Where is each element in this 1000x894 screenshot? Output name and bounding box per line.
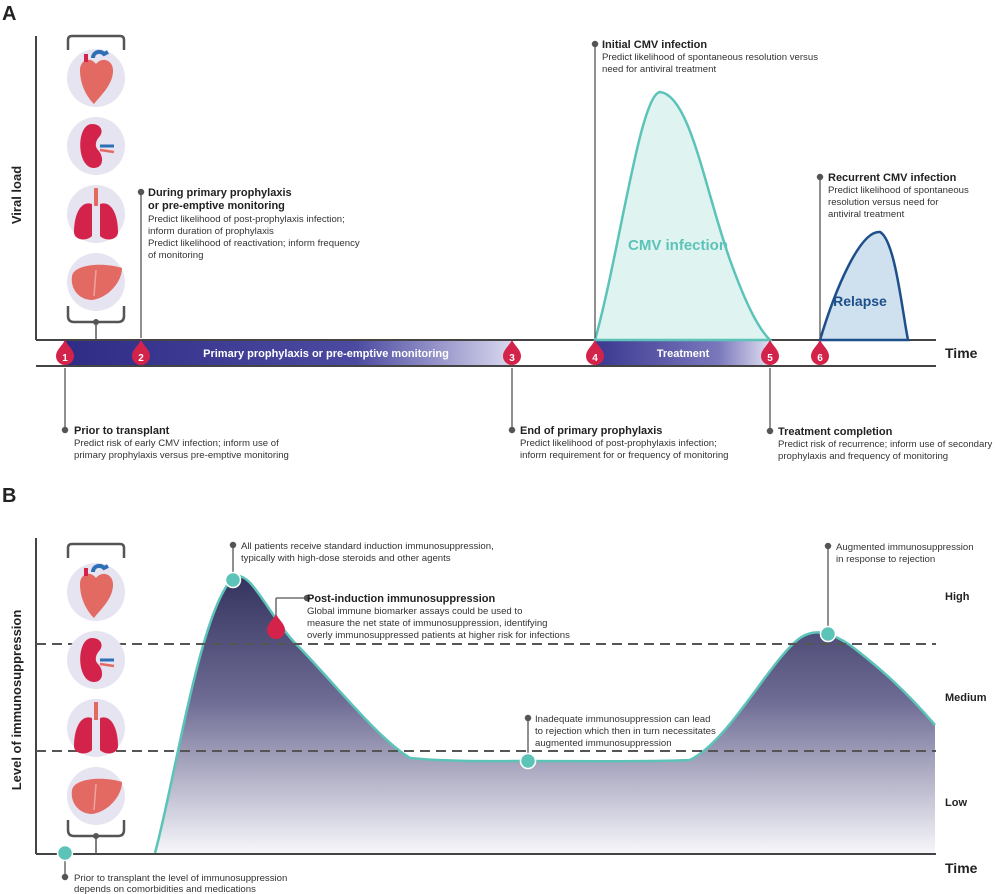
level-high-label: High xyxy=(945,591,970,603)
svg-text:in response to rejection: in response to rejection xyxy=(836,554,935,565)
immunosuppression-area xyxy=(155,576,935,853)
svg-text:overly immunosuppressed patien: overly immunosuppressed patients at high… xyxy=(307,630,570,641)
prior-marker xyxy=(56,844,74,862)
svg-text:depends on comorbidities and m: depends on comorbidities and medications xyxy=(74,884,256,894)
svg-text:All patients receive standard: All patients receive standard induction … xyxy=(241,541,494,552)
svg-text:2: 2 xyxy=(138,353,144,364)
svg-text:3: 3 xyxy=(509,353,515,364)
svg-text:inform requirement for or freq: inform requirement for or frequency of m… xyxy=(520,450,729,461)
svg-text:Predict likelihood of post-pro: Predict likelihood of post-prophylaxis i… xyxy=(520,438,717,449)
level-medium-label: Medium xyxy=(945,692,987,704)
panel-a-letter: A xyxy=(2,3,16,25)
level-low-label: Low xyxy=(945,797,967,809)
heart-icon xyxy=(80,563,114,618)
liver-icon xyxy=(71,264,122,300)
panel-b-y-axis-label: Level of immunosuppression xyxy=(9,610,24,791)
lungs-icon xyxy=(74,188,118,240)
svg-text:augmented immunosuppression: augmented immunosuppression xyxy=(535,738,672,749)
band-prophylaxis-label: Primary prophylaxis or pre-emptive monit… xyxy=(203,348,449,360)
panel-a-y-axis-label: Viral load xyxy=(9,166,24,224)
relapse-curve xyxy=(818,230,910,342)
note-initial-cmv: Initial CMV infection Predict likelihood… xyxy=(602,39,818,75)
svg-text:Inadequate immunosuppression c: Inadequate immunosuppression can lead xyxy=(535,714,710,725)
leader-lines-a xyxy=(61,40,824,435)
augmented-marker xyxy=(819,625,837,643)
svg-text:Predict risk of recurrence; in: Predict risk of recurrence; inform use o… xyxy=(778,439,993,450)
band-treatment xyxy=(595,341,771,365)
svg-text:4: 4 xyxy=(592,353,598,364)
svg-text:primary prophylaxis versus pre: primary prophylaxis versus pre-emptive m… xyxy=(74,450,289,461)
svg-text:resolution versus need for: resolution versus need for xyxy=(828,197,939,208)
bracket-top-a xyxy=(66,34,126,50)
milestone-pin-6: 6 xyxy=(811,340,829,365)
milestone-pin-4: 4 xyxy=(586,340,604,365)
svg-text:measure the net state of immun: measure the net state of immunosuppressi… xyxy=(307,618,548,629)
induction-marker xyxy=(224,571,242,589)
note-during-prophylaxis: During primary prophylaxis or pre-emptiv… xyxy=(148,187,360,261)
cmv-infection-label: CMV infection xyxy=(628,237,728,254)
organ-group-b xyxy=(66,542,126,854)
svg-text:Predict likelihood of spontane: Predict likelihood of spontaneous resolu… xyxy=(602,52,818,63)
svg-text:or pre-emptive monitoring: or pre-emptive monitoring xyxy=(148,200,285,212)
note-treatment-completion: Treatment completion Predict risk of rec… xyxy=(778,426,993,462)
svg-text:of monitoring: of monitoring xyxy=(148,250,203,261)
svg-text:Prior to transplant: Prior to transplant xyxy=(74,425,170,437)
svg-text:Global immune biomarker assays: Global immune biomarker assays could be … xyxy=(307,606,522,617)
note-recurrent-cmv: Recurrent CMV infection Predict likeliho… xyxy=(828,172,969,220)
svg-text:During primary prophylaxis: During primary prophylaxis xyxy=(148,187,292,199)
note-prior-b: Prior to transplant the level of immunos… xyxy=(74,873,287,894)
svg-text:typically with high-dose stero: typically with high-dose steroids and ot… xyxy=(241,553,451,564)
svg-text:Recurrent CMV infection: Recurrent CMV infection xyxy=(828,172,957,184)
svg-text:Predict risk of early CMV infe: Predict risk of early CMV infection; inf… xyxy=(74,438,279,449)
kidney-icon xyxy=(80,638,115,682)
svg-text:Predict likelihood of spontane: Predict likelihood of spontaneous xyxy=(828,185,969,196)
svg-text:antiviral treatment: antiviral treatment xyxy=(828,209,905,220)
inadequate-marker xyxy=(519,752,537,770)
milestone-pin-5: 5 xyxy=(761,340,779,365)
organ-bg xyxy=(67,117,125,175)
lungs-icon xyxy=(74,702,118,754)
cmv-infection-curve xyxy=(593,90,774,342)
svg-text:to rejection which then in tur: to rejection which then in turn necessit… xyxy=(535,726,716,737)
band-treatment-label: Treatment xyxy=(657,348,710,360)
svg-text:Predict likelihood of reactiva: Predict likelihood of reactivation; info… xyxy=(148,238,360,249)
svg-text:6: 6 xyxy=(817,353,823,364)
panel-a-time-label: Time xyxy=(945,345,978,361)
svg-text:Treatment completion: Treatment completion xyxy=(778,426,893,438)
note-end-of-prophylaxis: End of primary prophylaxis Predict likel… xyxy=(520,425,729,461)
heart-icon xyxy=(80,49,114,104)
svg-text:need for antiviral treatment: need for antiviral treatment xyxy=(602,64,716,75)
svg-text:Augmented immunosuppression: Augmented immunosuppression xyxy=(836,542,974,553)
svg-text:Initial CMV infection: Initial CMV infection xyxy=(602,39,707,51)
milestone-pin-3: 3 xyxy=(503,340,521,365)
milestone-pin-2: 2 xyxy=(132,340,150,365)
panel-b-letter: B xyxy=(2,485,16,507)
svg-text:1: 1 xyxy=(62,353,68,364)
organ-bg xyxy=(67,631,125,689)
svg-text:prophylaxis and frequency of m: prophylaxis and frequency of monitoring xyxy=(778,451,948,462)
svg-text:End of primary prophylaxis: End of primary prophylaxis xyxy=(520,425,662,437)
milestone-pin-1: 1 xyxy=(56,340,74,365)
svg-text:inform duration of prophylaxis: inform duration of prophylaxis xyxy=(148,226,274,237)
svg-text:Post-induction immunosuppressi: Post-induction immunosuppression xyxy=(307,593,496,605)
note-inadequate: Inadequate immunosuppression can lead to… xyxy=(535,714,716,749)
organ-group-a xyxy=(66,34,126,340)
liver-icon xyxy=(71,778,122,814)
svg-text:5: 5 xyxy=(767,353,773,364)
svg-text:Prior to transplant the level: Prior to transplant the level of immunos… xyxy=(74,873,287,884)
note-augmented: Augmented immunosuppression in response … xyxy=(836,542,974,565)
svg-text:Predict likelihood of post-pro: Predict likelihood of post-prophylaxis i… xyxy=(148,214,345,225)
relapse-label: Relapse xyxy=(833,293,887,309)
note-induction: All patients receive standard induction … xyxy=(241,541,494,564)
panel-b-time-label: Time xyxy=(945,860,978,876)
kidney-icon xyxy=(80,124,115,168)
bracket-top-b xyxy=(66,542,126,558)
note-post-induction: Post-induction immunosuppression Global … xyxy=(307,593,570,641)
note-prior-to-transplant: Prior to transplant Predict risk of earl… xyxy=(74,425,289,461)
